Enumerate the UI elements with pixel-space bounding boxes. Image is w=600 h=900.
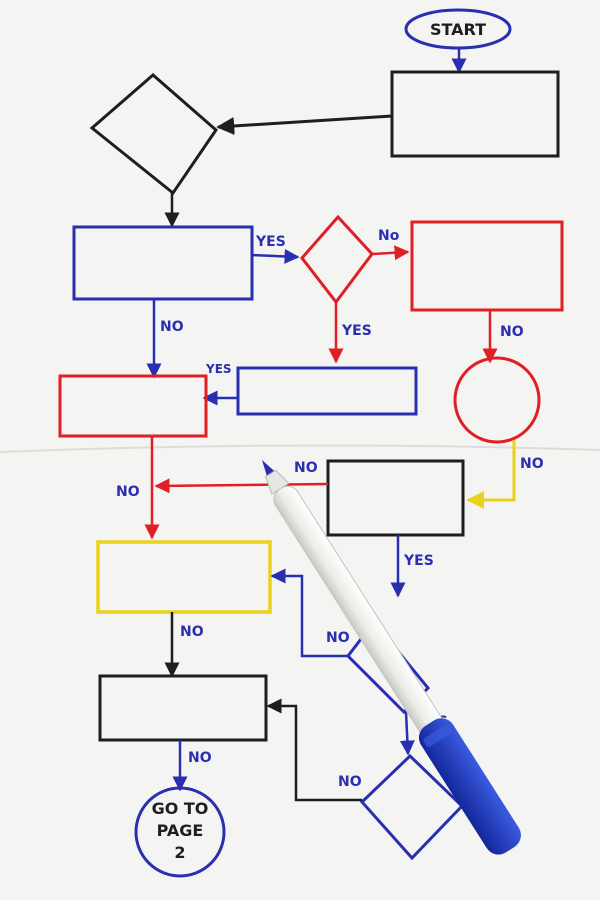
label-no-8: NO <box>326 630 350 646</box>
label-yes-2: YES <box>341 323 372 339</box>
goto-page-connector <box>134 786 226 878</box>
decision-diamond-red <box>300 214 374 305</box>
arrow-no-to-yellow-box <box>270 568 348 658</box>
label-no-4: NO <box>116 484 140 500</box>
decision-diamond-blue-1 <box>346 619 431 715</box>
label-no-1: NO <box>160 319 184 335</box>
process-box-black-bottom <box>98 674 268 742</box>
arrow-no-yellow <box>466 440 516 509</box>
arrow-no-to-red-box <box>371 245 410 261</box>
label-yes-3: YES <box>205 362 232 376</box>
goto-line-1: GO TO <box>152 799 209 818</box>
process-box-top <box>390 70 560 158</box>
label-no-2: No <box>378 228 400 244</box>
decision-diamond-top <box>89 73 218 196</box>
label-no-9: NO <box>188 750 212 766</box>
process-box-red-left <box>58 374 208 438</box>
connector-circle-red <box>453 356 541 444</box>
arrow-no-to-black-box <box>266 698 362 802</box>
process-box-black-mid <box>326 459 465 537</box>
goto-line-3: 2 <box>174 843 185 862</box>
label-no-5: NO <box>294 460 318 476</box>
arrow-no-left-red <box>154 478 329 494</box>
arrow-yes-to-red-diamond <box>251 248 300 264</box>
label-no-3: NO <box>500 324 524 340</box>
process-box-red-top <box>410 220 564 312</box>
goto-line-2: PAGE <box>157 821 204 840</box>
label-no-6: NO <box>520 456 544 472</box>
label-no-10: NO <box>338 774 362 790</box>
arrow-to-top-decision <box>216 114 393 135</box>
label-no-7: NO <box>180 624 204 640</box>
decision-diamond-blue-2 <box>359 753 465 861</box>
process-box-blue-1 <box>72 225 254 301</box>
arrow-yes-to-bottom-diamond <box>399 711 415 756</box>
process-box-yellow <box>96 540 272 614</box>
start-label: START <box>430 20 486 39</box>
marker-pen-icon <box>262 460 521 855</box>
paper-fold <box>0 444 600 453</box>
label-yes-4: YES <box>403 553 434 569</box>
label-yes-1: YES <box>255 234 286 250</box>
process-box-blue-2 <box>236 366 418 416</box>
